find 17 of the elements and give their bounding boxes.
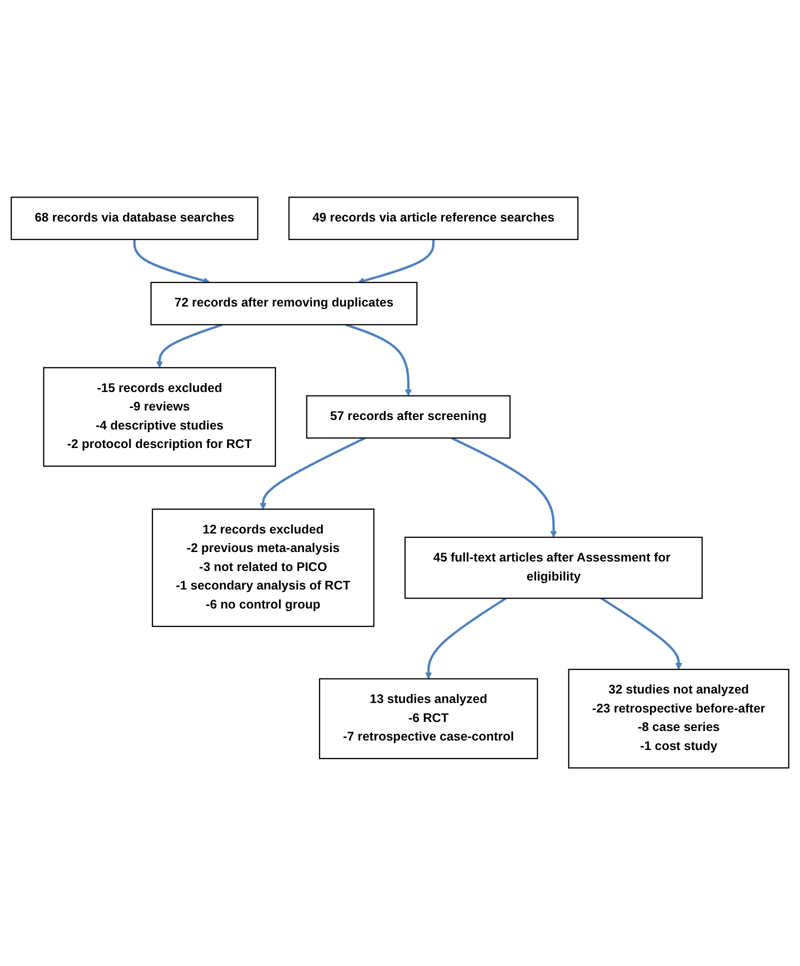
arrow — [358, 240, 435, 284]
node-box: 72 records after removing duplicates — [150, 282, 418, 326]
node-box: 57 records after screening — [306, 396, 511, 440]
arrow — [451, 437, 558, 538]
node-box: -15 records excluded -9 reviews -4 descriptive studies -2 protocol description for RCT — [43, 368, 276, 468]
arrow — [425, 598, 507, 680]
node-box: 49 records via article reference searches — [288, 197, 578, 240]
node-box: 12 records excluded -2 previous meta-analysis -3 not related to PICO -1 secondary analysis of RCT -6 no control group — [152, 508, 374, 628]
node-box: 68 records via database searches — [10, 197, 258, 240]
arrow — [260, 437, 366, 510]
arrow — [133, 240, 210, 284]
arrow — [345, 324, 412, 397]
node-box: 32 studies not analyzed -23 retrospective before-after -8 case series -1 cost study — [568, 669, 790, 769]
node-box: 45 full-text articles after Assessment for eligibility — [404, 537, 703, 600]
arrow — [600, 598, 682, 670]
arrow — [156, 324, 223, 368]
node-box: 13 studies analyzed -6 RCT -7 retrospective case-control — [318, 678, 538, 760]
